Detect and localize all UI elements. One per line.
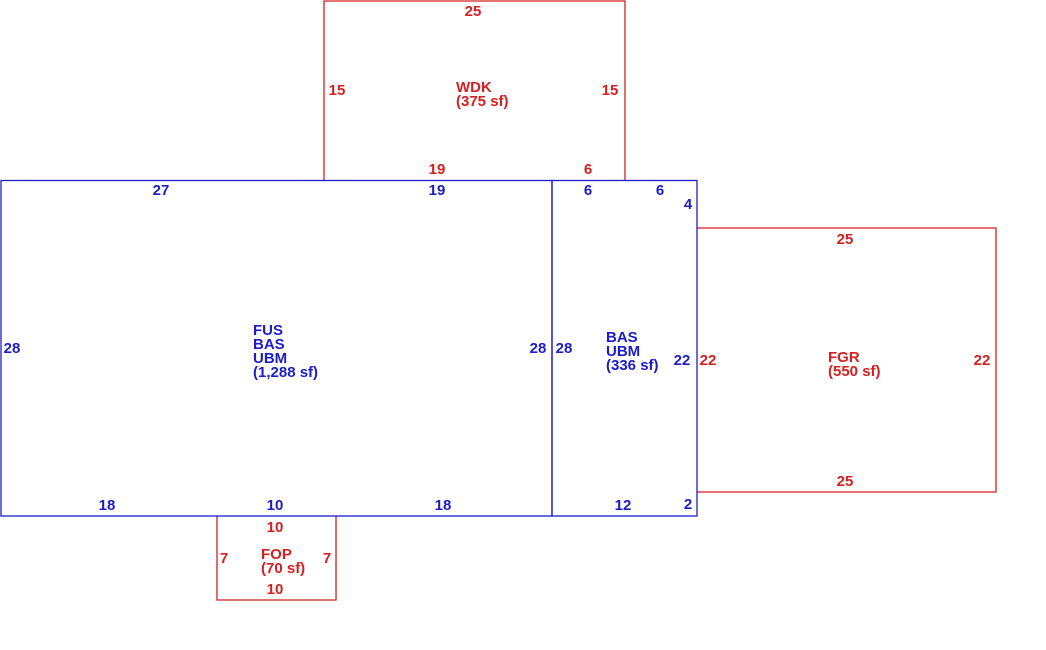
garage-dim-right: 22 <box>974 352 991 369</box>
porch-area-label: (70 sf) <box>261 560 305 577</box>
garage-dim-top: 25 <box>837 231 854 248</box>
wood-deck-outline <box>323 0 626 180</box>
wood-deck-code: WDK <box>456 79 492 96</box>
wood-deck-dim-bottom-right: 6 <box>584 161 592 178</box>
porch-dim-bottom: 10 <box>267 581 284 598</box>
side-section-area-label: (336 sf) <box>606 357 659 374</box>
main-house-code-1: FUS <box>253 322 283 339</box>
main-house-dim-top-left: 27 <box>153 182 170 199</box>
main-house-dim-bottom-right: 18 <box>435 497 452 514</box>
porch-dim-left: 7 <box>220 550 228 567</box>
garage-area: FGR (550 sf) 25 22 22 25 <box>697 227 997 493</box>
garage-code: FGR <box>828 349 860 366</box>
garage-area-label: (550 sf) <box>828 363 881 380</box>
wood-deck-area-label: (375 sf) <box>456 93 509 110</box>
side-section-code-1: BAS <box>606 329 638 346</box>
side-section-dim-left: 28 <box>556 340 573 357</box>
main-house-dim-bottom-left: 18 <box>99 497 116 514</box>
side-section-dim-right-upper: 4 <box>684 196 693 213</box>
side-section-outline <box>551 179 698 517</box>
main-house-area-label: (1,288 sf) <box>253 364 318 381</box>
main-house-dim-top-right: 19 <box>429 182 446 199</box>
main-house-code-2: BAS <box>253 336 285 353</box>
garage-outline <box>697 227 997 493</box>
wood-deck-dim-right: 15 <box>602 82 619 99</box>
garage-dim-left: 22 <box>700 352 717 369</box>
porch-outline <box>216 516 337 601</box>
main-house-dim-bottom-mid: 10 <box>267 497 284 514</box>
side-section-dim-top-right: 6 <box>656 182 664 199</box>
wood-deck-dim-bottom-left: 19 <box>429 161 446 178</box>
main-house-dim-left: 28 <box>4 340 21 357</box>
porch-area: FOP (70 sf) 10 7 7 10 <box>216 516 337 601</box>
porch-dim-right: 7 <box>323 550 331 567</box>
side-section-dim-right: 22 <box>674 352 691 369</box>
wood-deck-dim-left: 15 <box>329 82 346 99</box>
side-section-code-2: UBM <box>606 343 640 360</box>
porch-dim-top: 10 <box>267 519 284 536</box>
porch-code: FOP <box>261 546 292 563</box>
garage-dim-bottom: 25 <box>837 473 854 490</box>
main-house-dim-right: 28 <box>530 340 547 357</box>
main-house-area: FUS BAS UBM (1,288 sf) 27 19 28 28 18 10… <box>0 179 553 517</box>
side-section-area: BAS UBM (336 sf) 6 6 4 28 22 12 2 <box>551 179 698 517</box>
wood-deck-area: WDK (375 sf) 25 15 15 19 6 <box>323 0 626 180</box>
side-section-dim-bottom: 12 <box>615 497 632 514</box>
main-house-code-3: UBM <box>253 350 287 367</box>
wood-deck-dim-top: 25 <box>465 3 482 20</box>
side-section-dim-top-left: 6 <box>584 182 592 199</box>
side-section-dim-right-lower: 2 <box>684 496 692 513</box>
